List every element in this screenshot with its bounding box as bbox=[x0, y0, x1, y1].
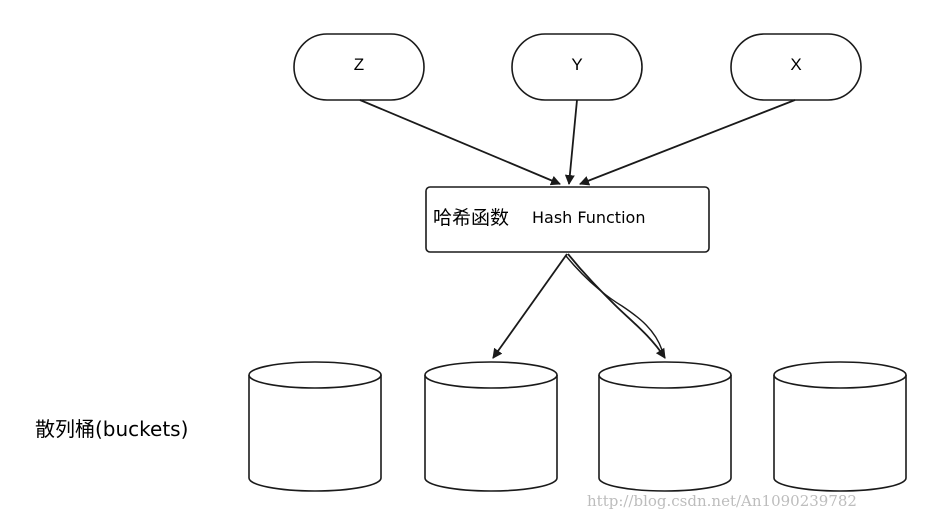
arrow-hash-to-bucket-3-sketch bbox=[565, 255, 663, 351]
arrow-hash-to-bucket-3 bbox=[567, 253, 666, 359]
key-node-label: Y bbox=[571, 55, 582, 74]
hash-function-label-en: Hash Function bbox=[532, 208, 645, 227]
key-node-y: Y bbox=[511, 33, 643, 101]
key-node-x: X bbox=[730, 33, 862, 101]
bucket-cylinder-3 bbox=[598, 361, 732, 492]
hash-function-label-cn: 哈希函数 bbox=[433, 207, 509, 229]
arrow-hash-to-bucket-2 bbox=[492, 253, 568, 359]
buckets-label: 散列桶(buckets) bbox=[35, 417, 189, 441]
key-node-z: Z bbox=[293, 33, 425, 101]
arrow-x-to-hash bbox=[579, 99, 796, 186]
bucket-cylinder-1 bbox=[248, 361, 382, 492]
bucket-cylinder-2 bbox=[424, 361, 558, 492]
key-node-label: Z bbox=[354, 55, 364, 74]
key-node-label: X bbox=[790, 55, 801, 74]
hash-function-box: 哈希函数 Hash Function bbox=[425, 186, 710, 253]
watermark: http://blog.csdn.net/An1090239782 bbox=[587, 492, 857, 510]
bucket-cylinder-4 bbox=[773, 361, 907, 492]
arrow-y-to-hash bbox=[564, 99, 578, 185]
arrow-z-to-hash bbox=[359, 99, 561, 186]
